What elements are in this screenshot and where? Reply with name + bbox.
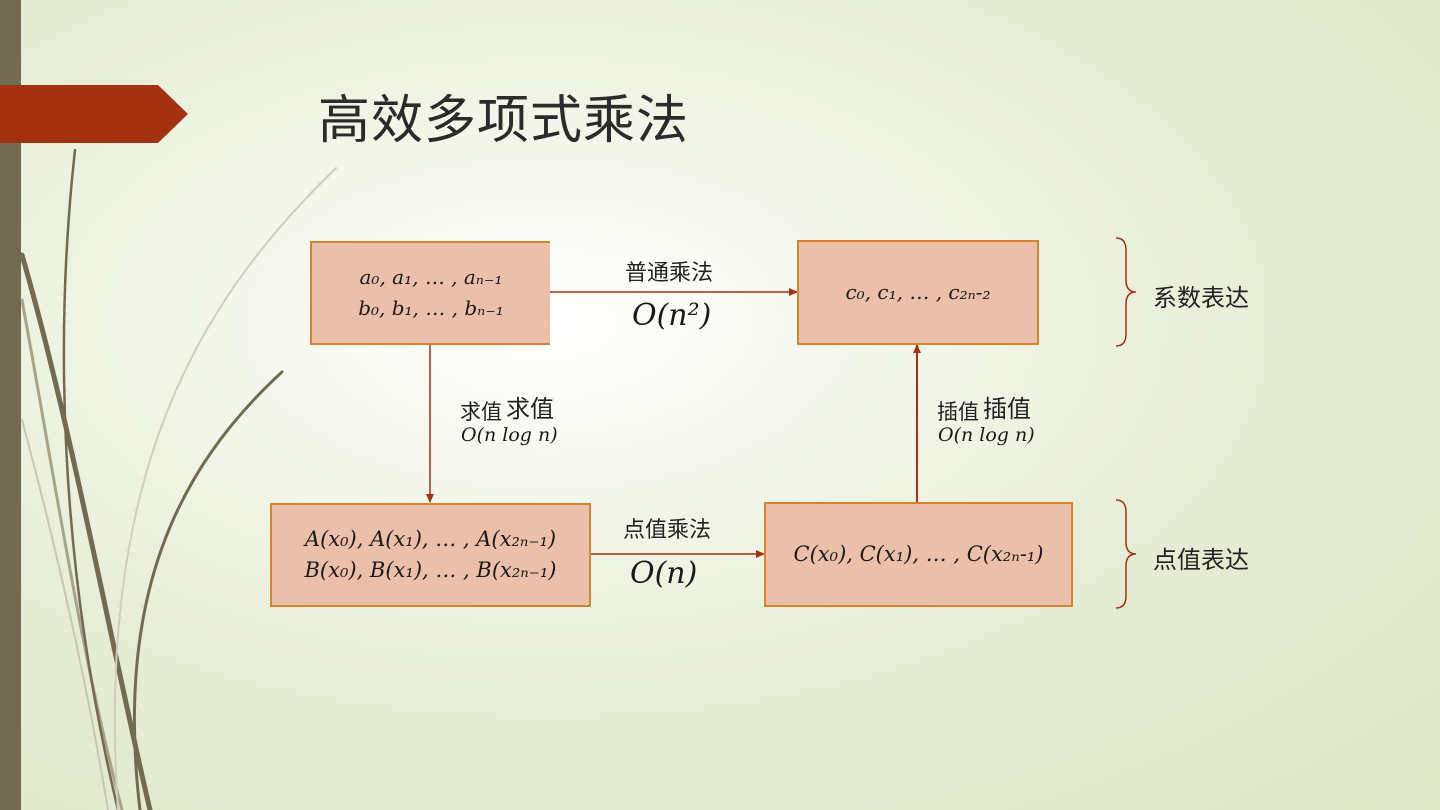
box-coefficients-input: a₀, a₁, … , aₙ₋₁ b₀, b₁, … , bₙ₋₁ <box>310 241 550 345</box>
box-point-values-input: A(x₀), A(x₁), … , A(x₂ₙ₋₁) B(x₀), B(x₁),… <box>270 503 591 607</box>
box-line: c₀, c₁, … , c₂ₙ-₂ <box>845 277 990 308</box>
complexity-naive-mult: O(n²) <box>632 298 711 333</box>
group-label-point-value: 点值表达 <box>1153 540 1249 575</box>
box-coefficients-output: c₀, c₁, … , c₂ₙ-₂ <box>797 240 1039 345</box>
label-evaluate-overlay: 求值 <box>506 389 554 424</box>
group-label-coefficient: 系数表达 <box>1153 278 1249 313</box>
label-evaluate: 求值 <box>460 396 502 426</box>
bracket-point-value <box>1116 500 1136 608</box>
box-line: C(x₀), C(x₁), … , C(x₂ₙ-₁) <box>794 539 1044 570</box>
complexity-interpolate: O(n log n) <box>938 424 1035 446</box>
label-interpolate: 插值 <box>937 396 979 426</box>
box-line: b₀, b₁, … , bₙ₋₁ <box>358 293 504 324</box>
complexity-pointwise-mult: O(n) <box>630 556 697 591</box>
box-point-values-output: C(x₀), C(x₁), … , C(x₂ₙ-₁) <box>764 502 1073 607</box>
label-pointwise-mult: 点值乘法 <box>623 512 711 544</box>
box-line: a₀, a₁, … , aₙ₋₁ <box>360 262 503 293</box>
box-line: B(x₀), B(x₁), … , B(x₂ₙ₋₁) <box>305 555 557 586</box>
complexity-evaluate: O(n log n) <box>461 424 558 446</box>
label-naive-mult: 普通乘法 <box>625 255 713 287</box>
bracket-coefficient <box>1116 238 1136 346</box>
box-line: A(x₀), A(x₁), … , A(x₂ₙ₋₁) <box>305 524 556 555</box>
label-interpolate-overlay: 插值 <box>983 389 1031 424</box>
